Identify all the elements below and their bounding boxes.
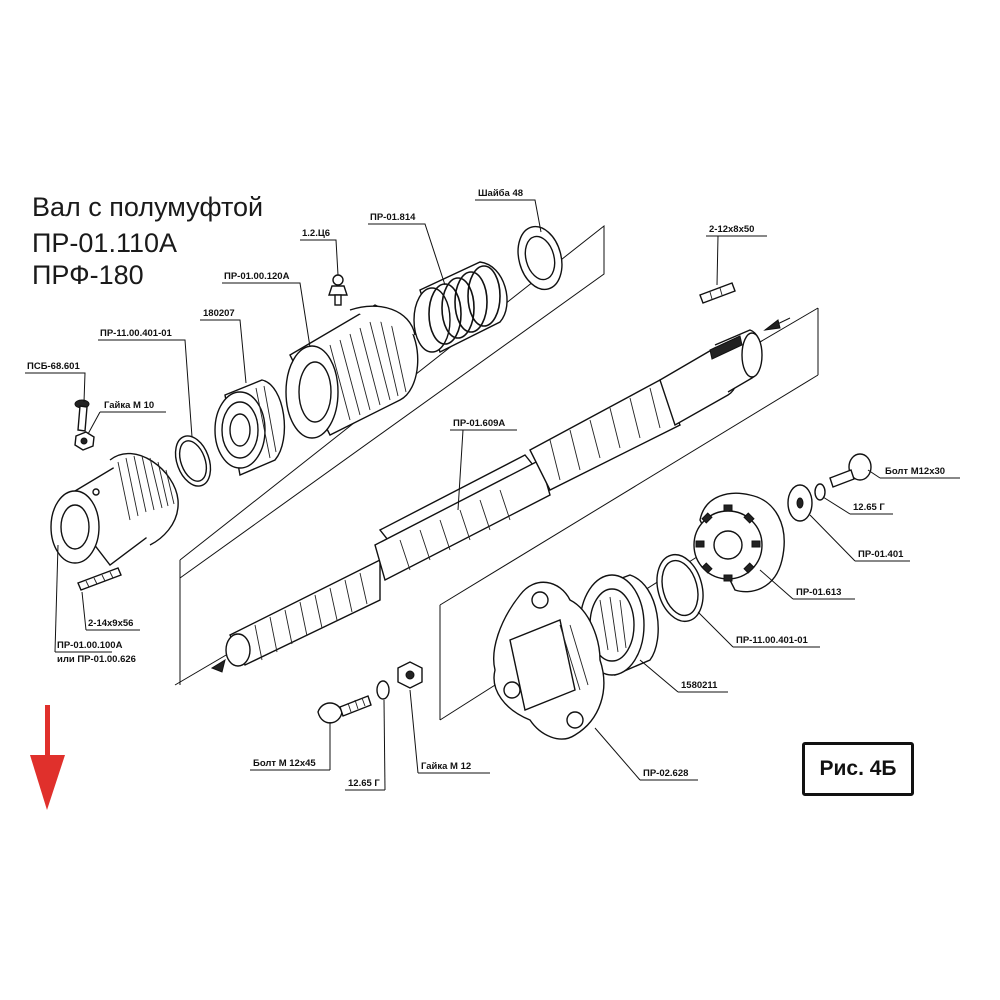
title-line-1: Вал с полумуфтой	[32, 192, 264, 222]
label-bearing-1580211: 1580211	[681, 680, 718, 691]
bearing-180207-part	[214, 379, 286, 476]
label-main-shaft: ПР-01.609А	[453, 418, 505, 429]
key-2-12-part	[699, 282, 736, 304]
label-coupling-half-alt: или ПР-01.00.626	[57, 654, 136, 665]
label-key-2-12: 2-12х8х50	[709, 224, 754, 235]
snap-ring-left-part	[174, 435, 212, 487]
label-grease-fitting: 1.2.Ц6	[302, 228, 330, 239]
plate-washer-part	[787, 484, 813, 522]
spring-washer-bottom-part	[376, 680, 390, 700]
label-nut-m10: Гайка М 10	[104, 400, 154, 411]
coupling-half-part	[50, 453, 179, 566]
leader-lines	[25, 199, 960, 791]
label-bolt-m12x30: Болт М12х30	[885, 466, 945, 477]
main-shaft-part	[225, 329, 763, 667]
spring-washer-right-part	[814, 483, 826, 501]
snap-ring-right-part	[656, 553, 704, 623]
label-bolt-psb: ПСБ-68.601	[27, 361, 80, 372]
label-flange-housing: ПР-02.628	[643, 768, 688, 779]
bolt-m12x30-part	[829, 453, 872, 488]
label-nut-m12: Гайка М 12	[421, 761, 471, 772]
part-labels: Шайба 48 ПР-01.814 1.2.Ц6 ПР-01.00.120А …	[27, 188, 945, 789]
key-2-14-part	[77, 567, 122, 591]
spring-part	[413, 261, 508, 353]
label-snap-ring-left: ПР-11.00.401-01	[100, 328, 173, 339]
figure-label: Рис. 4Б	[802, 742, 914, 796]
label-snap-ring-right: ПР-11.00.401-01	[736, 635, 809, 646]
label-pr-01-00-120a: ПР-01.00.120А	[224, 271, 290, 282]
washer-48-part	[517, 225, 563, 291]
label-bearing-180207: 180207	[203, 308, 235, 319]
sprocket-part	[693, 492, 785, 593]
label-pr-01-814: ПР-01.814	[370, 212, 416, 223]
nut-m12-part	[397, 661, 423, 689]
nut-m10-part	[74, 431, 95, 451]
label-bolt-m12x45: Болт М 12х45	[253, 758, 316, 769]
label-spring-washer-bottom: 12.65 Г	[348, 778, 380, 789]
title-line-2: ПР-01.110А	[32, 228, 177, 258]
bolt-m12x45-part	[317, 695, 372, 724]
label-sprocket: ПР-01.613	[796, 587, 841, 598]
bolt-psb-part	[74, 399, 90, 432]
label-key-2-14: 2-14х9х56	[88, 618, 133, 629]
label-washer-48: Шайба 48	[478, 188, 523, 199]
down-arrow-icon	[30, 705, 65, 810]
label-coupling-half: ПР-01.00.100А	[57, 640, 123, 651]
label-pr-01-401: ПР-01.401	[858, 549, 904, 560]
flange-housing-part	[493, 581, 605, 740]
label-spring-washer-right: 12.65 Г	[853, 502, 885, 513]
title-line-3: ПРФ-180	[32, 260, 144, 290]
grease-fitting-part	[328, 274, 348, 306]
clutch-housing-part	[285, 304, 419, 439]
